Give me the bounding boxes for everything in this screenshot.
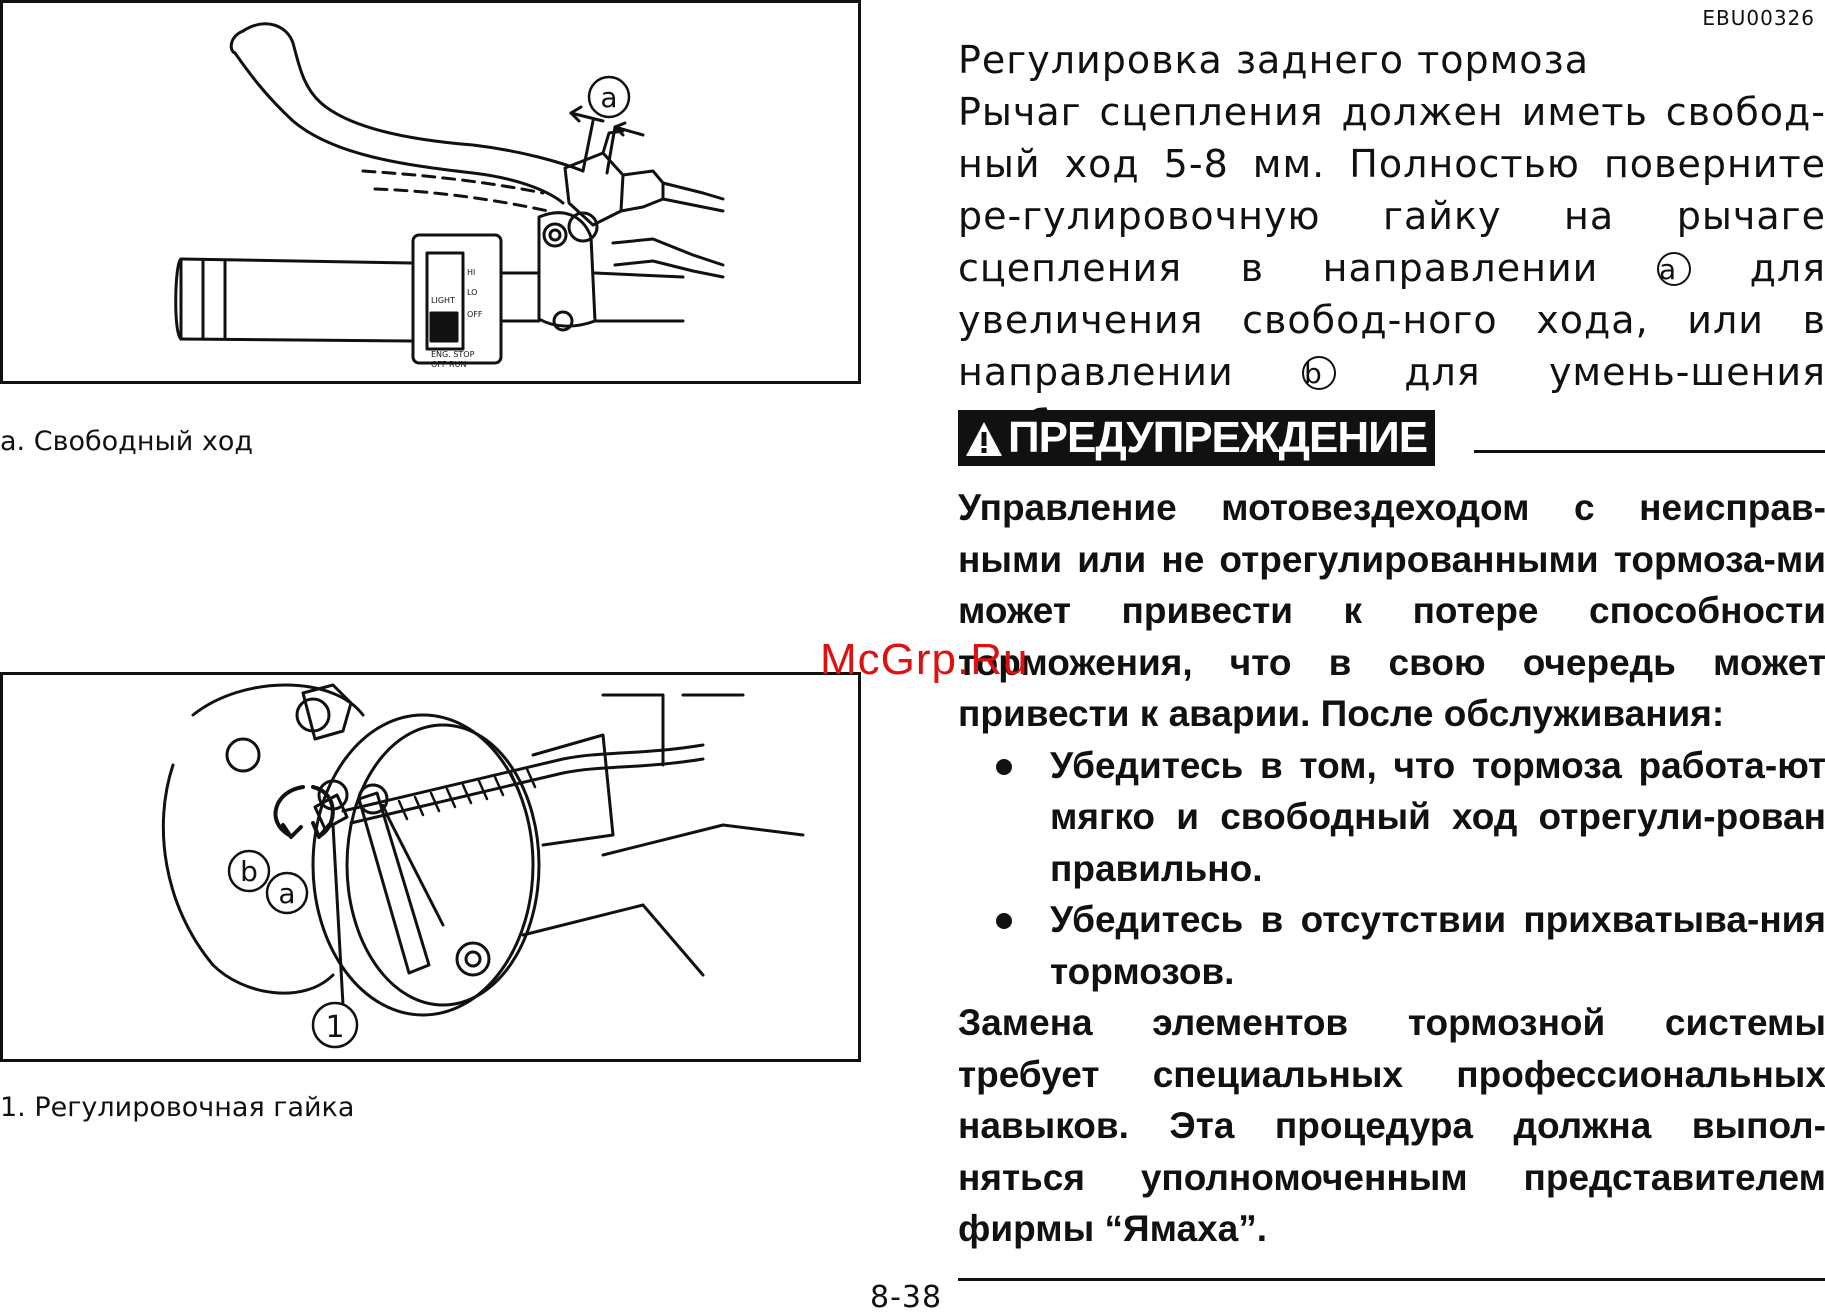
warning-bullet-2: Убедитесь в отсутствии прихватыва-ния то… [958,894,1825,997]
warning-body: Управление мотовездеходом с неисправ-ным… [958,482,1825,1255]
figure2-label-a: a [278,877,295,910]
direction-b-mark: b [1301,356,1336,390]
rear-brake-illustration: b a 1 [161,683,805,1049]
warning-bullet-1: Убедитесь в том, что тормоза работа-ют м… [958,740,1825,895]
bullet-dot-icon [996,758,1012,775]
section-body: Рычаг сцепления должен иметь свобод-ный … [958,86,1825,450]
figure2-label-1: 1 [325,1010,344,1045]
section-body-part2: для увеличения свобод-ного хода, или в н… [958,246,1825,394]
warning-header: ПРЕДУПРЕЖДЕНИЕ [958,410,1825,466]
bullet-dot-icon [996,913,1012,929]
document-code: EBU00326 [1702,6,1815,30]
figure1-label-a: a [600,81,617,114]
page-number: 8-38 [870,1280,943,1315]
figure2-label-b: b [240,855,258,888]
warning-closing: Замена элементов тормозной системы требу… [958,1002,1825,1249]
warning-triangle-icon [966,422,1002,456]
figure-clutch-lever: a LIGHT HI LO OFF ENG. STOP OFF RUN [0,0,861,384]
warning-bullet-2-text: Убедитесь в отсутствии прихватыва-ния то… [1050,899,1825,992]
section-title: Регулировка заднего тормоза [958,38,1590,82]
clutch-lever-illustration: a LIGHT HI LO OFF ENG. STOP OFF RUN [174,22,725,369]
adjustment-section: Регулировка заднего тормоза Рычаг сцепле… [958,34,1825,450]
warning-badge: ПРЕДУПРЕЖДЕНИЕ [958,410,1436,466]
warning-text: Управление мотовездеходом с неисправ-ным… [958,487,1825,734]
switch-label-hi: HI [467,268,475,277]
direction-a-mark: a [1656,252,1691,286]
figure-rear-brake: b a 1 [0,672,861,1062]
switch-label-off: OFF [467,310,483,319]
footer-rule [958,1278,1825,1281]
figure1-caption: a. Свободный ход [0,426,254,457]
warning-bullet-1-text: Убедитесь в том, что тормоза работа-ют м… [1050,744,1825,889]
warning-label: ПРЕДУПРЕЖДЕНИЕ [1008,413,1428,462]
switch-label-lo: LO [467,288,477,297]
switch-label-eng-stop: ENG. STOP [431,350,475,359]
section-body-part1: Рычаг сцепления должен иметь свобод-ный … [958,90,1825,290]
switch-label-light: LIGHT [431,296,455,305]
warning-rule [1474,450,1825,453]
figure2-caption: 1. Регулировочная гайка [0,1092,355,1123]
switch-label-off-run: OFF RUN [431,360,466,369]
watermark: McGrp.Ru [820,635,1029,684]
warning-bullet-list: Убедитесь в том, что тормоза работа-ют м… [958,740,1825,998]
